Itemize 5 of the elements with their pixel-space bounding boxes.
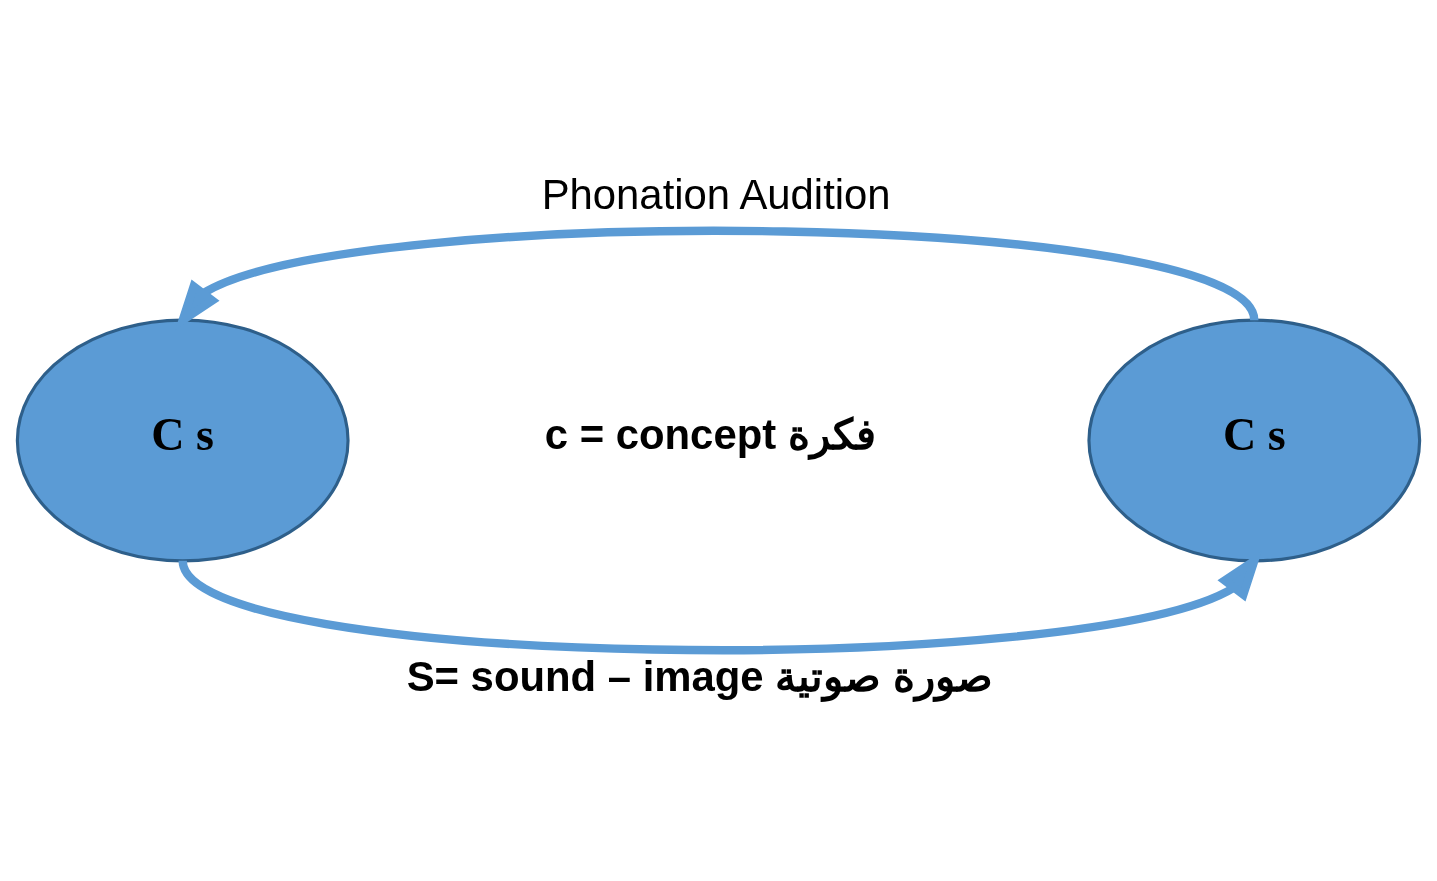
label: S= sound – image صورة صوتية (406, 652, 993, 700)
label: c = concept فكرة (544, 410, 876, 458)
node-ellipse: C s (1087, 318, 1422, 563)
label: Phonation Audition (541, 171, 891, 219)
node-ellipse: C s (15, 318, 350, 563)
